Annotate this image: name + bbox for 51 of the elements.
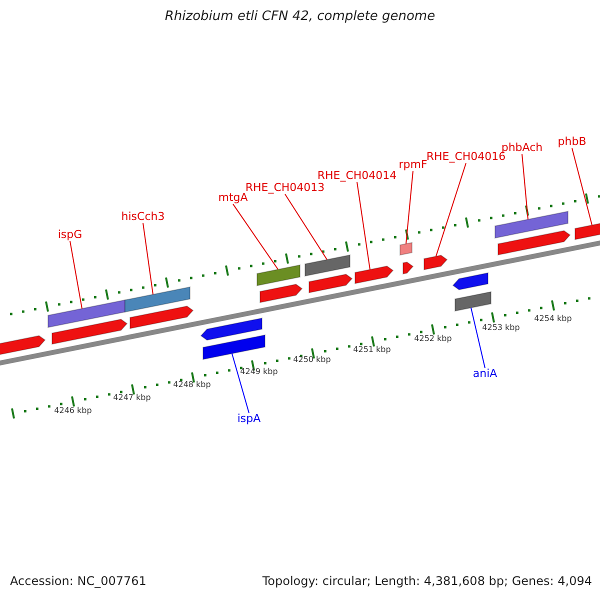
scale-label: 4252 kbp — [414, 335, 452, 344]
leader-line — [356, 182, 370, 270]
gene-feature — [52, 318, 128, 345]
gene-label: aniA — [472, 368, 498, 380]
feature-bar — [454, 291, 492, 312]
scale-label: 4246 kbp — [54, 407, 92, 416]
leader-line — [470, 307, 486, 368]
leader-line — [406, 170, 414, 244]
accession-note: Accession: NC_007761 — [10, 575, 146, 588]
scale-label: 4248 kbp — [173, 381, 211, 390]
scale-label: 4253 kbp — [482, 324, 520, 333]
gene-label: mtgA — [218, 192, 248, 204]
feature-bar — [124, 286, 190, 313]
leader-line — [284, 194, 328, 260]
gene-label: rpmF — [398, 159, 428, 172]
gene-feature — [0, 335, 46, 356]
scale-label: 4250 kbp — [293, 356, 331, 365]
gene-label: hisCch3 — [121, 211, 165, 224]
feature-bar — [400, 242, 412, 256]
feature-bar — [48, 299, 126, 328]
gene-feature — [402, 262, 414, 274]
feature-bar — [494, 210, 568, 239]
gene-feature — [308, 274, 353, 294]
gene-feature — [574, 222, 600, 240]
scale-label: 4254 kbp — [534, 315, 572, 324]
leader-line — [436, 162, 466, 257]
gene-feature — [260, 284, 303, 304]
gene-feature — [130, 306, 194, 330]
gene-feature — [424, 254, 448, 270]
gene-label: phbB — [558, 136, 586, 148]
gene-feature — [354, 266, 394, 284]
leader-line — [232, 204, 278, 270]
gene-label: ispA — [237, 413, 261, 426]
scale-label: 4247 kbp — [113, 394, 151, 403]
gene-feature — [200, 318, 262, 341]
scale-label: 4249 kbp — [240, 368, 278, 377]
genome-summary: Topology: circular; Length: 4,381,608 bp; Genes: 4,094 — [262, 575, 592, 588]
leader-line — [232, 353, 250, 414]
gene-label: RHE_CH04013 — [245, 182, 325, 194]
leader-line — [572, 148, 592, 226]
gene-feature — [452, 272, 488, 290]
gene-label: ispG — [58, 229, 82, 242]
feature-bar — [202, 334, 266, 360]
feature-bar — [304, 254, 350, 277]
feature-bar — [256, 264, 300, 286]
gene-label: RHE_CH04014 — [317, 170, 397, 182]
leader-line — [522, 154, 528, 220]
map-title: Rhizobium etli CFN 42, complete genome — [164, 10, 436, 24]
gene-feature — [498, 230, 571, 256]
scale-label: 4251 kbp — [353, 346, 391, 355]
leader-line — [142, 222, 154, 295]
